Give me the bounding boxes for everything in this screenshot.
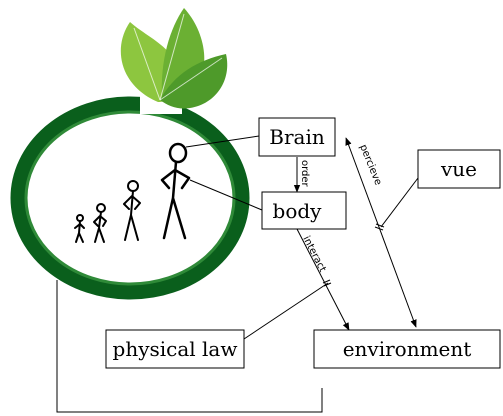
logo-ring	[10, 96, 250, 300]
vue-influence-tick	[374, 223, 385, 231]
figure-to-body-line	[189, 179, 263, 211]
interact-arrow	[296, 228, 350, 331]
brain-label: Brain	[269, 125, 325, 149]
vue-influence-line	[380, 177, 419, 228]
stick-figure-2-icon	[93, 203, 107, 243]
figure-to-brain-line	[185, 135, 260, 148]
stick-figure-1-icon	[74, 214, 85, 243]
vue-node: vue	[417, 149, 501, 189]
environment-label: environment	[343, 337, 472, 361]
environment-node: environment	[313, 329, 501, 369]
evolution-figures-icon	[74, 142, 191, 243]
physical-law-influence-line	[243, 282, 329, 340]
perceive-arrow	[345, 137, 417, 328]
interact-label: interact	[300, 234, 327, 274]
stick-figure-3-icon	[123, 180, 141, 241]
brain-node: Brain	[258, 117, 336, 157]
stick-figure-4-icon	[160, 142, 191, 240]
vue-label: vue	[440, 157, 477, 181]
physical-law-label: physical law	[113, 337, 238, 361]
order-label: order	[299, 160, 310, 188]
leaves-icon	[120, 8, 228, 109]
feedback-loop-line	[56, 280, 323, 413]
body-node: body	[261, 191, 347, 230]
physical-law-influence-tick	[322, 279, 332, 287]
physical-law-node: physical law	[105, 329, 245, 369]
body-label: body	[273, 199, 323, 223]
